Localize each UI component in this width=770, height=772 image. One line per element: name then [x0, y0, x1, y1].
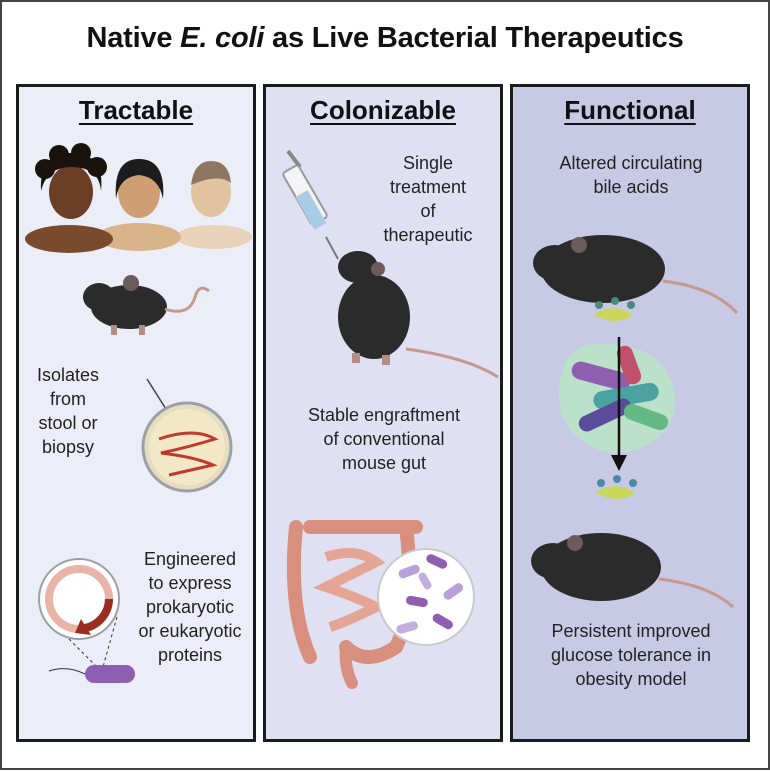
- bile-acid-bottom-icon: [595, 475, 637, 499]
- tractable-illustration: [25, 143, 252, 683]
- mouse-bottom-icon: [531, 533, 735, 609]
- functional-illustration: [531, 235, 739, 609]
- bile-text: Altered circulating bile acids: [559, 153, 703, 197]
- mouse-top-icon: [533, 235, 739, 315]
- title-species: E. coli: [180, 22, 265, 54]
- panel-functional-heading: Functional: [564, 95, 696, 125]
- plasmid-icon: [38, 558, 135, 683]
- isolates-text: Isolates from stool or biopsy: [36, 365, 100, 457]
- bacteria-circle-icon: [377, 548, 475, 646]
- figure-title: Native E. coli as Live Bacterial Therape…: [0, 22, 770, 55]
- panel-tractable: Tractable: [16, 84, 256, 742]
- glucose-text: Persistent improved glucose tolerance in…: [550, 621, 712, 689]
- humans-icon: [25, 143, 252, 253]
- panel-tractable-heading: Tractable: [78, 95, 194, 125]
- bile-acid-top-icon: [593, 297, 635, 321]
- panel-colonizable: Colonizable: [263, 84, 503, 742]
- title-suffix: as Live Bacterial Therapeutics: [264, 22, 684, 54]
- panel-functional: Functional: [510, 84, 750, 742]
- engraftment-text: Stable engraftment of conventional mouse…: [307, 405, 461, 473]
- title-prefix: Native: [86, 22, 181, 54]
- petri-dish-icon: [141, 378, 233, 493]
- microbe-cluster-icon: [558, 337, 675, 471]
- panel-colonizable-heading: Colonizable: [310, 95, 456, 125]
- engineered-text: Engineered to express prokaryotic or euk…: [138, 549, 242, 665]
- syringe-icon: [282, 149, 339, 260]
- mouse-icon: [83, 275, 210, 335]
- treatment-text: Single treatment of therapeutic: [383, 153, 473, 245]
- colonizable-illustration: [282, 149, 499, 689]
- mouse-standing-icon: [338, 251, 499, 379]
